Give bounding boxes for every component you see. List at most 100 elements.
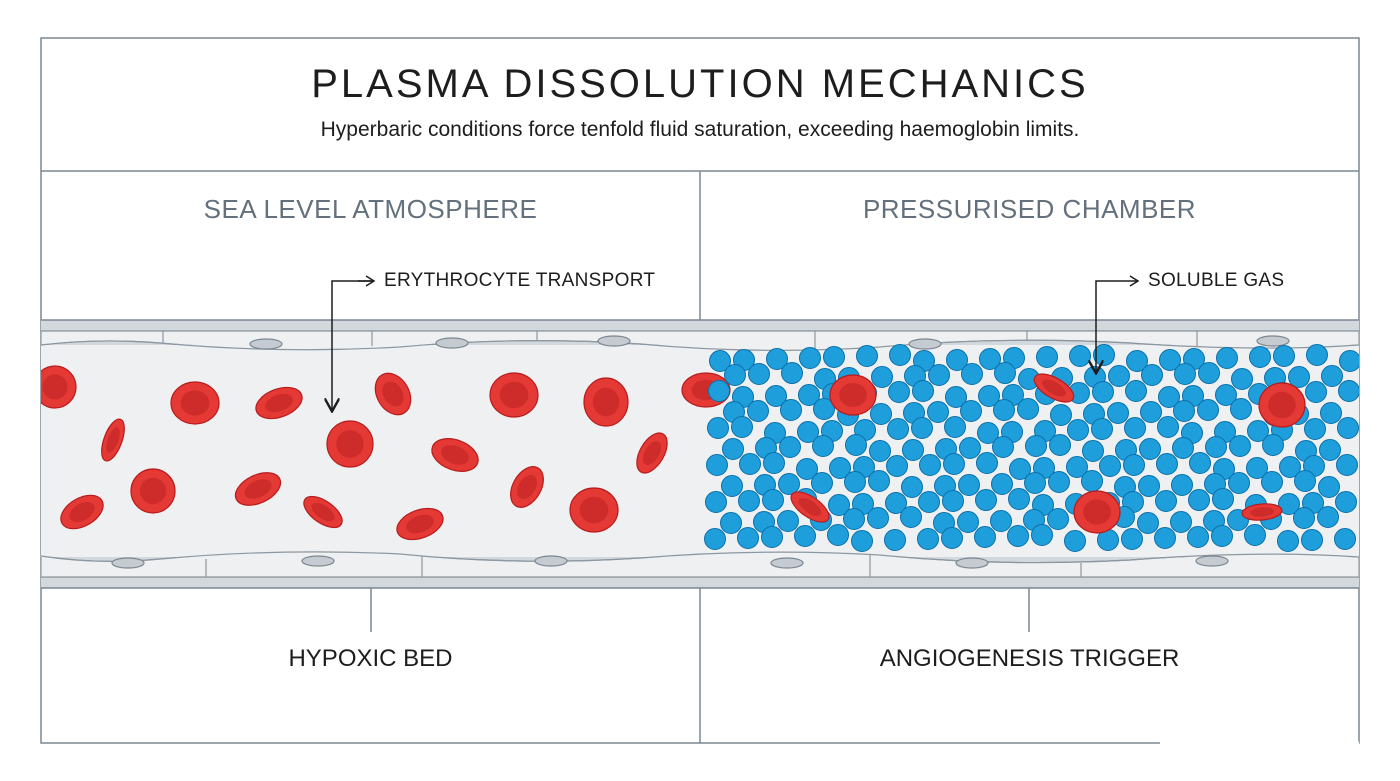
red-blood-cell [255, 386, 303, 420]
gas-molecule [799, 347, 821, 369]
gas-molecule [1138, 475, 1160, 497]
gas-molecule [1159, 349, 1181, 371]
soluble-gas-arrow [1096, 280, 1138, 372]
gas-molecule [1050, 404, 1072, 426]
gas-molecule [917, 528, 939, 550]
endothelial-nuclei [111, 335, 1290, 569]
gas-molecule [1108, 365, 1130, 387]
gas-molecule [1007, 525, 1029, 547]
gas-molecule [1048, 471, 1070, 493]
gas-molecule [1337, 417, 1359, 439]
red-blood-cell [396, 507, 444, 541]
gas-molecule [902, 439, 924, 461]
arrow-head-icon [365, 275, 376, 287]
gas-molecule [778, 473, 800, 495]
gas-molecule [721, 475, 743, 497]
gas-molecule [959, 437, 981, 459]
gas-molecule [1091, 418, 1113, 440]
gas-molecule [779, 436, 801, 458]
red-blood-cell [130, 468, 176, 514]
gas-molecule [828, 494, 850, 516]
right-panel-heading: PRESSURISED CHAMBER [862, 194, 1197, 224]
gas-molecule [1205, 436, 1227, 458]
gas-molecule [1197, 399, 1219, 421]
gas-molecule [1172, 437, 1194, 459]
gas-molecule [1246, 457, 1268, 479]
gas-molecule [705, 491, 727, 513]
gas-molecule [1334, 528, 1356, 550]
gas-molecule [1320, 402, 1342, 424]
gas-molecule [1107, 402, 1129, 424]
gas-molecule [1066, 456, 1088, 478]
gas-molecule [1305, 381, 1327, 403]
gas-molecule [1336, 454, 1358, 476]
gas-molecule [798, 384, 820, 406]
gas-molecule [991, 473, 1013, 495]
gas-molecule [1279, 456, 1301, 478]
gas-molecule [845, 434, 867, 456]
gas-molecule [1277, 530, 1299, 552]
gas-molecule [889, 344, 911, 366]
red-blood-cell [1241, 503, 1283, 521]
gas-molecule [961, 363, 983, 385]
gas-molecule [1187, 526, 1209, 548]
gas-molecule [1278, 493, 1300, 515]
gas-molecule [901, 476, 923, 498]
gas-molecule [844, 471, 866, 493]
red-blood-cell [374, 372, 412, 416]
red-blood-cell [489, 372, 539, 418]
gas-molecule [738, 490, 760, 512]
gas-molecule [709, 350, 731, 372]
gas-molecule [1067, 419, 1089, 441]
gas-molecule [990, 510, 1012, 532]
gas-molecule [911, 417, 933, 439]
gas-molecule [957, 511, 979, 533]
gas-molecule [871, 366, 893, 388]
gas-molecule [706, 454, 728, 476]
gas-molecule [708, 380, 730, 402]
red-blood-cell [510, 466, 544, 508]
red-blood-cell [234, 472, 282, 506]
gas-molecule [1262, 434, 1284, 456]
gas-molecule [1317, 506, 1339, 528]
gas-molecule [748, 363, 770, 385]
gas-molecule [958, 474, 980, 496]
arrow-head-icon [1129, 275, 1140, 287]
gas-molecule [1189, 452, 1211, 474]
gas-molecule [1099, 455, 1121, 477]
gas-molecule [1139, 438, 1161, 460]
gas-molecule [1247, 420, 1269, 442]
red-blood-cell [1033, 373, 1075, 403]
gas-molecule [977, 422, 999, 444]
gas-molecule [812, 435, 834, 457]
gas-molecule [1126, 350, 1148, 372]
gas-molecule [1273, 345, 1295, 367]
hypoxic-bed-label: HYPOXIC BED [288, 645, 453, 672]
gas-molecule [1318, 476, 1340, 498]
gas-molecule [945, 386, 967, 408]
gas-molecule [979, 348, 1001, 370]
gas-molecule [1155, 490, 1177, 512]
gas-molecule [829, 457, 851, 479]
gas-molecule [796, 458, 818, 480]
red-blood-cell [790, 491, 830, 523]
gas-molecule [1288, 366, 1310, 388]
gas-molecule [1081, 470, 1103, 492]
gas-molecule [1123, 454, 1145, 476]
gas-molecule [992, 436, 1014, 458]
gas-molecule [886, 455, 908, 477]
gas-molecule [856, 345, 878, 367]
gas-molecule [1294, 470, 1316, 492]
gas-molecule [993, 399, 1015, 421]
gas-molecule [1017, 398, 1039, 420]
gas-molecule [975, 489, 997, 511]
gas-molecule [887, 418, 909, 440]
left-panel-heading: SEA LEVEL ATMOSPHERE [203, 194, 538, 224]
gas-molecule [851, 530, 873, 552]
gas-molecule [781, 362, 803, 384]
gas-molecule [884, 529, 906, 551]
gas-molecule [761, 526, 783, 548]
gas-molecule [1321, 365, 1343, 387]
gas-molecule [704, 528, 726, 550]
gas-molecule [1064, 530, 1086, 552]
